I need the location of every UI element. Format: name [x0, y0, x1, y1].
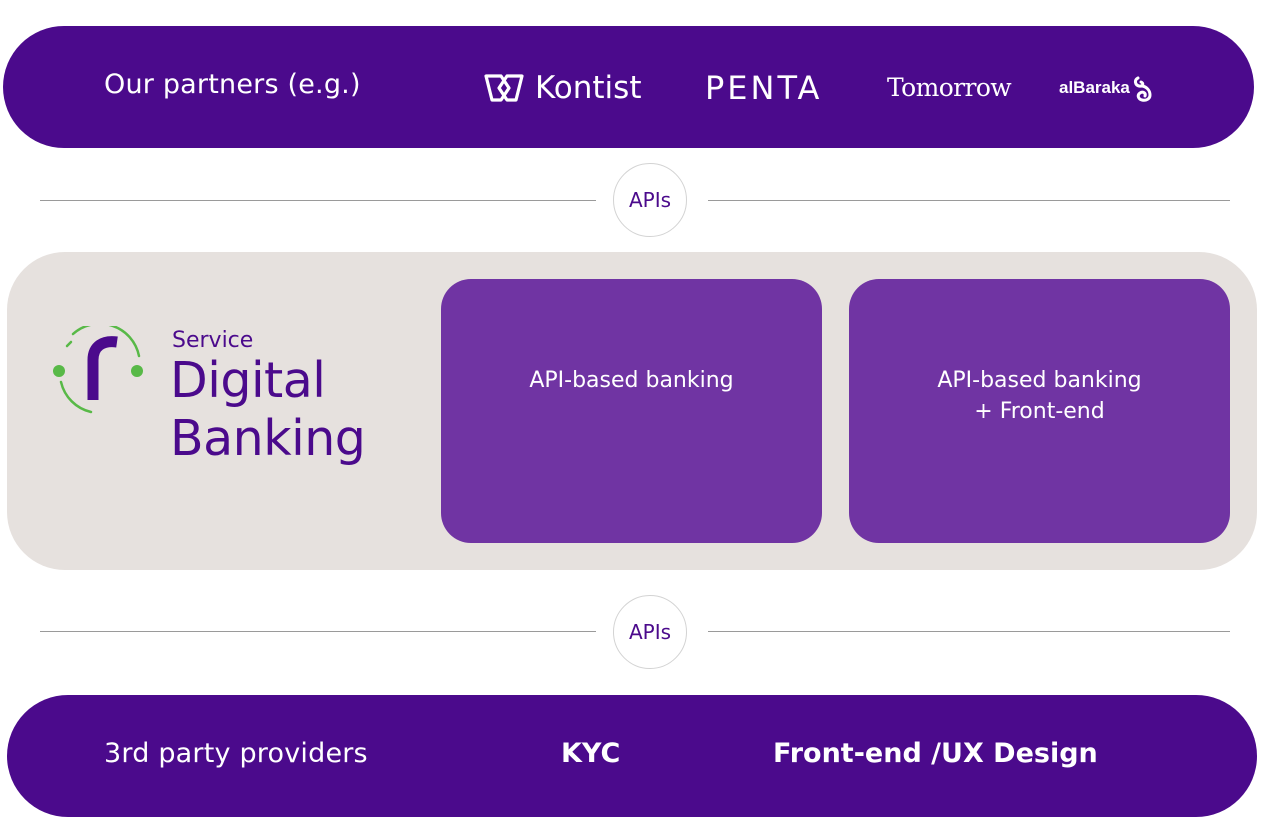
connector-line-bottom-left [40, 631, 596, 632]
api-frontend-banking-card: API-based banking + Front-end [849, 279, 1230, 543]
brand-title: Digital Banking [170, 352, 366, 468]
brand-title-line2: Banking [170, 410, 366, 467]
apis-bottom-label: APIs [628, 620, 672, 644]
kontist-logo: Kontist [483, 70, 641, 106]
penta-logo: PENTA [705, 69, 822, 107]
brand-logo [51, 322, 151, 420]
api-banking-card-title: API-based banking [529, 368, 734, 393]
brand-r-icon [53, 322, 143, 414]
providers-band: 3rd party providers KYC Front-end /UX De… [7, 695, 1257, 817]
brand-title-line1: Digital [170, 352, 326, 409]
providers-label: 3rd party providers [104, 738, 368, 769]
albaraka-logo: alBaraka [1059, 74, 1154, 102]
partners-band: Our partners (e.g.) Kontist PENTA Tomorr… [3, 26, 1254, 148]
apis-bottom-badge: APIs [613, 595, 687, 669]
tomorrow-logo-text: Tomorrow [887, 73, 1012, 102]
albaraka-logo-text: alBaraka [1059, 78, 1130, 97]
apis-top-label: APIs [628, 188, 672, 212]
connector-line-bottom-right [708, 631, 1230, 632]
albaraka-swan-icon [1133, 76, 1152, 102]
kontist-leaf-icon [484, 74, 524, 102]
brand-service-label: Service [172, 328, 254, 353]
api-frontend-card-title: API-based banking [937, 368, 1142, 393]
apis-top-badge: APIs [613, 163, 687, 237]
partners-label: Our partners (e.g.) [104, 69, 361, 100]
connector-line-top-right [708, 200, 1230, 201]
penta-logo-text: PENTA [705, 69, 823, 107]
provider-frontend-ux: Front-end /UX Design [773, 738, 1098, 769]
tomorrow-logo: Tomorrow [887, 73, 1012, 102]
api-frontend-card-subtitle: + Front-end [974, 399, 1105, 424]
kontist-logo-text: Kontist [535, 70, 642, 106]
platform-panel: Service Digital Banking API-based bankin… [7, 252, 1257, 570]
connector-line-top-left [40, 200, 596, 201]
provider-kyc: KYC [561, 738, 621, 769]
api-banking-card: API-based banking [441, 279, 822, 543]
